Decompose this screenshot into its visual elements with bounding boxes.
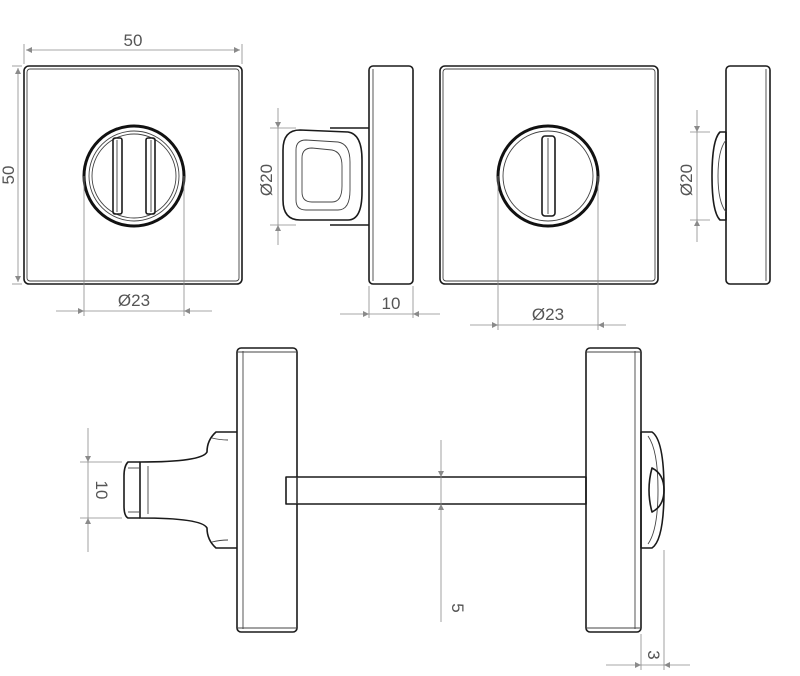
dim-plate-depth: 10 [382,294,401,313]
dim-turn-diameter: Ø20 [257,164,276,196]
dim-indicator-diameter: Ø20 [677,164,696,196]
dim-plate-height: 50 [0,166,18,185]
side-view-indicator-side [711,65,771,285]
dim-knob-width: 10 [92,481,111,500]
dim-indicator-depth: 3 [644,650,663,659]
dim-plate-width: 50 [124,31,143,50]
side-view-turn-side [282,65,414,285]
front-view-turn-side [23,65,243,285]
dim-rose-diameter-right: Ø23 [532,305,564,324]
dimension-lines [12,44,710,670]
dim-rose-diameter-left: Ø23 [118,291,150,310]
front-view-indicator-side [439,65,659,285]
assembly-view [123,347,665,633]
dim-spindle-width: 5 [448,603,467,612]
